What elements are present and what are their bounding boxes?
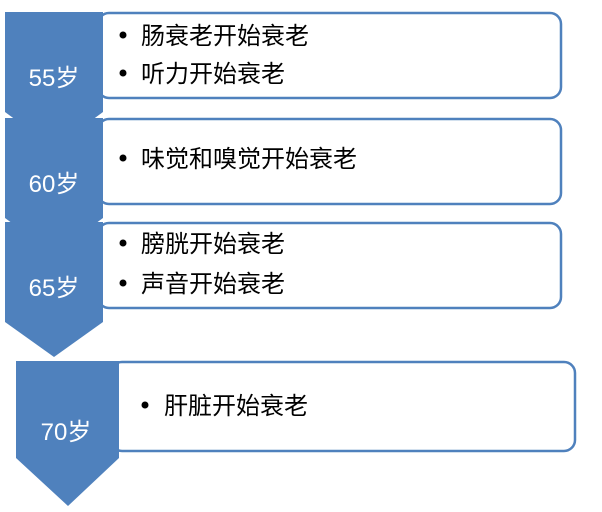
stage-60-bullet-1 xyxy=(119,154,127,162)
stage-55-item-2: 听力开始衰老 xyxy=(141,60,285,88)
stage-60-age-label: 60岁 xyxy=(29,171,80,198)
stage-65-age-label: 65岁 xyxy=(29,275,80,302)
stage-60-chevron xyxy=(5,118,103,254)
stage-70-chevron xyxy=(16,361,119,506)
stage-60-item-1: 味觉和嗅觉开始衰老 xyxy=(141,145,357,173)
stage-55-age-label: 55岁 xyxy=(29,65,80,92)
stage-65-item-1: 膀胱开始衰老 xyxy=(141,230,285,258)
stage-65: 65岁 膀胱开始衰老 声音开始衰老 xyxy=(5,221,563,357)
stage-65-bullet-2 xyxy=(119,279,127,287)
stage-70-age-label: 70岁 xyxy=(41,419,92,446)
stage-55-bullet-2 xyxy=(119,69,127,77)
stage-55-chevron xyxy=(5,12,103,148)
stage-70-item-1: 肝脏开始衰老 xyxy=(164,392,308,420)
stage-55-item-1: 肠衰老开始衰老 xyxy=(141,22,309,50)
stage-70-bullet-1 xyxy=(141,401,149,409)
stage-65-bullet-1 xyxy=(119,239,127,247)
stage-55-bullet-1 xyxy=(119,31,127,39)
stage-65-item-2: 声音开始衰老 xyxy=(141,270,285,298)
stage-60: 60岁 味觉和嗅觉开始衰老 xyxy=(5,117,563,254)
stage-65-chevron xyxy=(5,222,103,357)
stage-55: 55岁 肠衰老开始衰老 听力开始衰老 xyxy=(5,11,563,148)
stage-70: 70岁 肝脏开始衰老 xyxy=(16,360,577,506)
